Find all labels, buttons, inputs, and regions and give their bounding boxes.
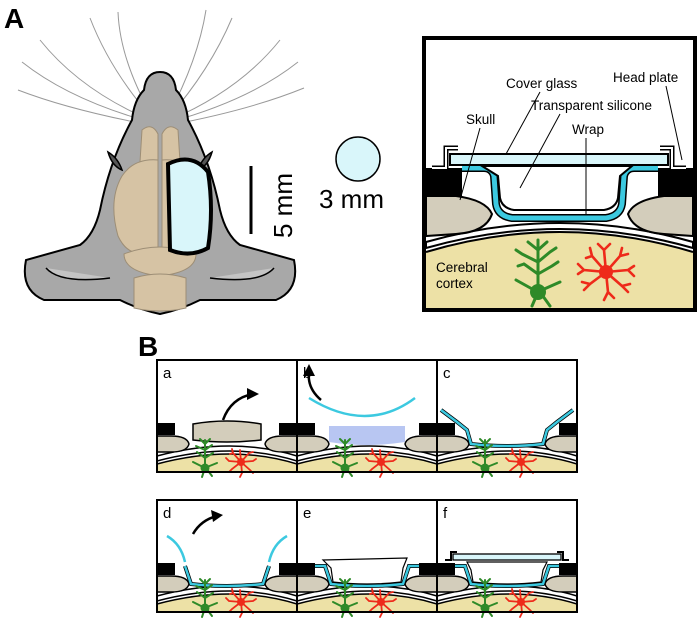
label-head-plate: Head plate (613, 70, 678, 85)
label-cover-glass: Cover glass (506, 76, 578, 91)
scale-bar: 5 mm (249, 166, 298, 238)
mouse-skin (23, 70, 297, 316)
step-label-f: f (443, 505, 448, 522)
step-label-e: e (303, 505, 311, 522)
step-label-b: b (303, 365, 311, 382)
step-panel-e: e (296, 499, 438, 618)
label-transparent-silicone: Transparent silicone (531, 98, 652, 113)
label-cortex-line2: cortex (436, 276, 473, 291)
window-size-label: 3 mm (319, 184, 384, 214)
mouse-head-illustration (17, 9, 305, 316)
step-panel-f: f (436, 499, 578, 618)
step-label-c: c (443, 365, 451, 382)
step-panel-b: b (296, 359, 438, 478)
scale-bar-label: 5 mm (268, 173, 298, 238)
panel-label-b: B (138, 331, 158, 362)
step-label-a: a (163, 365, 172, 382)
cranial-window (165, 157, 213, 256)
step-panel-d: d (156, 499, 298, 618)
step-label-d: d (163, 505, 171, 522)
label-cortex-line1: Cerebral (436, 260, 488, 275)
label-skull: Skull (466, 112, 495, 127)
step-panel-c: c (436, 359, 578, 478)
label-wrap: Wrap (572, 122, 604, 137)
panel-label-a: A (4, 3, 24, 34)
window-cross-section: Head plate Cover glass Transparent silic… (422, 36, 697, 312)
step-panel-a: a (156, 359, 298, 478)
window-size-indicator: 3 mm (319, 136, 384, 214)
